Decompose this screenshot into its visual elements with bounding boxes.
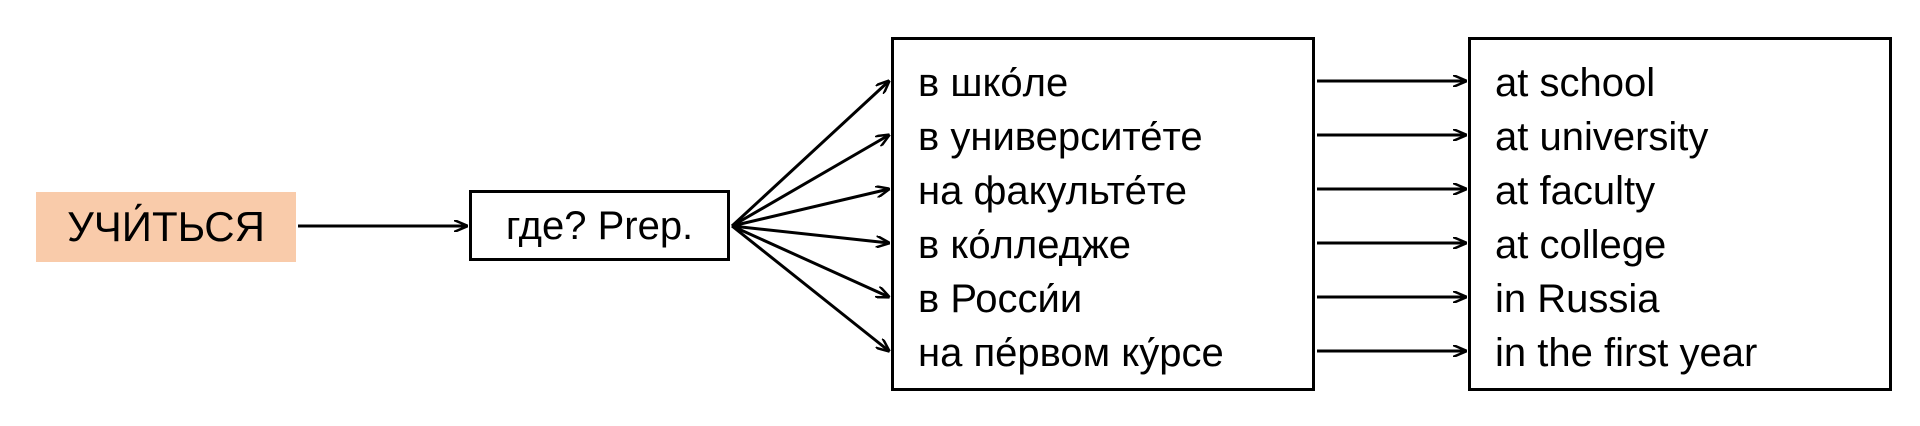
russian-phrase-2: в университе́те: [918, 115, 1203, 159]
arrow-question-to-phrase-1: [730, 81, 889, 228]
arrow-question-to-phrase-2: [731, 135, 889, 228]
russian-phrase-3: на факульте́те: [918, 169, 1187, 213]
question-label: где? Prep.: [505, 203, 694, 248]
english-phrase-box: at school at university at faculty at co…: [1468, 37, 1892, 391]
english-phrase-3: at faculty: [1495, 169, 1656, 213]
arrow-question-to-phrase-5: [731, 224, 889, 297]
english-phrase-5: in Russia: [1495, 277, 1660, 321]
english-phrase-1: at school: [1495, 61, 1656, 105]
arrow-question-to-phrase-3: [731, 189, 889, 228]
russian-phrase-box: в шко́ле в университе́те на факульте́те …: [891, 37, 1315, 391]
question-box: где? Prep.: [469, 190, 730, 261]
russian-phrase-1: в шко́ле: [918, 61, 1069, 105]
russian-phrase-4: в ко́лледже: [918, 223, 1131, 267]
verb-box: УЧИ́ТЬСЯ: [36, 192, 296, 262]
arrow-question-to-phrase-4: [731, 224, 889, 243]
english-phrase-4: at college: [1495, 223, 1667, 267]
arrow-group: [298, 81, 1466, 351]
english-phrase-6: in the first year: [1495, 331, 1758, 375]
verb-label: УЧИ́ТЬСЯ: [67, 203, 265, 250]
russian-phrase-5: в Росси́и: [918, 277, 1083, 321]
english-phrase-2: at university: [1495, 115, 1709, 159]
arrow-question-to-phrase-6: [731, 224, 889, 351]
russian-phrase-6: на пе́рвом ку́рсе: [918, 331, 1224, 375]
